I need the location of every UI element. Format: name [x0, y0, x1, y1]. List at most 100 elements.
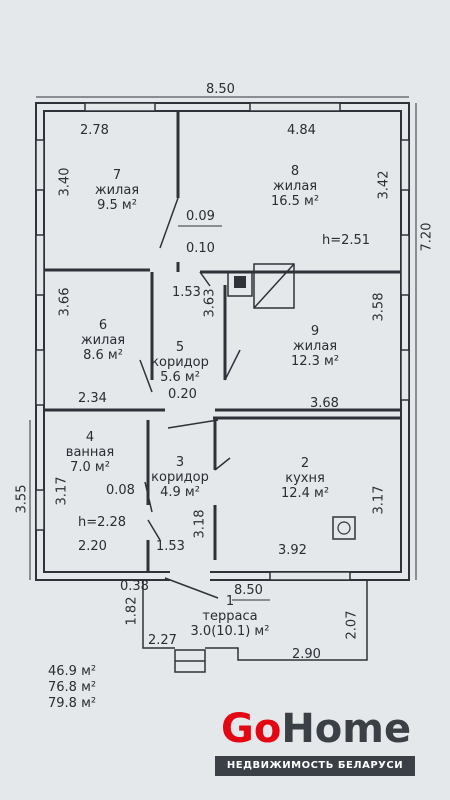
window-room8-right [400, 139, 410, 191]
outer-walls [35, 102, 410, 581]
room-area: 7.0 м² [70, 460, 110, 475]
window-room2-bottom [269, 571, 351, 581]
room-6-label: 6 жилая 8.6 м² [68, 318, 138, 363]
outer-dim-right: 7.20 [419, 222, 435, 252]
windows [35, 102, 410, 581]
logo-tagline: НЕДВИЖИМОСТЬ БЕЛАРУСИ [215, 756, 415, 776]
room-name: коридор [151, 470, 209, 485]
ceiling-height-main: h=2.51 [322, 233, 371, 248]
dim-290: 2.90 [292, 647, 321, 662]
door-corridor [167, 419, 219, 429]
window-room4-left [35, 489, 45, 531]
chimney-small [227, 271, 253, 297]
dim-234: 2.34 [78, 391, 107, 406]
room-name: кухня [285, 471, 325, 486]
area-totals: 46.9 м² 76.8 м² 79.8 м² [48, 664, 96, 712]
ceiling-height-bath: h=2.28 [78, 515, 127, 530]
room-area: 9.5 м² [97, 198, 137, 213]
room-name: терраса [202, 609, 258, 624]
room-area: 16.5 м² [270, 194, 320, 209]
room-number: 6 [98, 318, 108, 333]
room-5-label: 5 коридор 5.6 м² [140, 340, 220, 385]
room-number: 7 [112, 168, 122, 183]
dim-340: 3.40 [57, 167, 73, 197]
total-area: 76.8 м² [48, 680, 97, 695]
dim-366: 3.66 [57, 287, 73, 317]
kitchen-stove-frame [332, 516, 356, 540]
dim-318: 3.18 [192, 509, 208, 539]
door-room4 [144, 481, 153, 513]
dim-363: 3.63 [202, 288, 218, 318]
dim-342: 3.42 [376, 170, 392, 200]
window-room7-top [84, 102, 156, 112]
dim-038: 0.38 [120, 579, 149, 594]
dim-153-bottom: 1.53 [156, 539, 185, 554]
room-4-label: 4 ванная 7.0 м² [55, 430, 125, 475]
entrance-door-gap [170, 570, 210, 582]
outer-wall-outer-line [35, 102, 410, 581]
room-name: ванная [65, 445, 115, 460]
dim-008: 0.08 [106, 483, 135, 498]
room-number: 5 [175, 340, 185, 355]
room-7-label: 7 жилая 9.5 м² [82, 168, 152, 213]
door-room8 [199, 271, 211, 287]
window-room7-left [35, 139, 45, 191]
dimension-lines [29, 96, 417, 601]
door-room4-lower [147, 519, 161, 541]
terrace-door-swing [164, 577, 219, 599]
dim-278: 2.78 [80, 123, 109, 138]
room-area: 3.0(10.1) м² [190, 624, 270, 639]
room-name: жилая [94, 183, 140, 198]
outer-dim-top: 8.50 [206, 82, 235, 97]
dim-220: 2.20 [78, 539, 107, 554]
room-2-label: 2 кухня 12.4 м² [265, 456, 345, 501]
outer-wall-inner-line [43, 110, 402, 573]
room-9-label: 9 жилая 12.3 м² [275, 324, 355, 369]
terrace [142, 577, 368, 673]
window-room8-top [249, 102, 341, 112]
room-3-label: 3 коридор 4.9 м² [140, 455, 220, 500]
dim-392: 3.92 [278, 543, 307, 558]
outer-dim-left: 3.55 [14, 484, 30, 514]
room-1-label: 1 терраса 3.0(10.1) м² [170, 594, 290, 639]
window-room9-right [400, 349, 410, 401]
terrace-right-edge [205, 580, 368, 661]
room-number: 8 [290, 164, 300, 179]
logo-home: Home [281, 706, 412, 752]
chimney-vent-icon [234, 276, 246, 288]
room-8-label: 8 жилая 16.5 м² [255, 164, 335, 209]
door-room9 [224, 349, 241, 381]
room-number: 1 [225, 594, 235, 609]
stove-box [253, 263, 295, 309]
dim-484: 4.84 [287, 123, 316, 138]
room-area: 4.9 м² [160, 485, 200, 500]
logo-wordmark: GoHome [221, 706, 411, 752]
room-area: 12.4 м² [280, 486, 330, 501]
dim-207: 2.07 [344, 610, 360, 640]
chimney-block [227, 263, 295, 309]
dim-153-top: 1.53 [172, 285, 201, 300]
kitchen-stove-icon [332, 516, 356, 540]
kitchen-stove-burner [337, 521, 351, 535]
room-number: 9 [310, 324, 320, 339]
dim-010: 0.10 [186, 241, 215, 256]
room-name: жилая [80, 333, 126, 348]
gohome-logo: GoHome НЕДВИЖИМОСТЬ БЕЛАРУСИ [215, 706, 415, 776]
room-number: 3 [175, 455, 185, 470]
dim-368: 3.68 [310, 396, 339, 411]
dim-358: 3.58 [371, 292, 387, 322]
room-name: жилая [292, 339, 338, 354]
dim-317-left: 3.17 [54, 476, 70, 506]
door-room6 [139, 359, 153, 393]
window-room6-left [35, 234, 45, 296]
window-left-3 [35, 349, 45, 406]
room-number: 4 [85, 430, 95, 445]
dim-227: 2.27 [148, 633, 177, 648]
total-living-area: 46.9 м² [48, 664, 97, 679]
door-room2 [214, 457, 231, 471]
logo-go: Go [221, 706, 282, 752]
room-number: 2 [300, 456, 310, 471]
outer-dim-bottom: 8.50 [234, 583, 263, 598]
dim-020: 0.20 [168, 387, 197, 402]
